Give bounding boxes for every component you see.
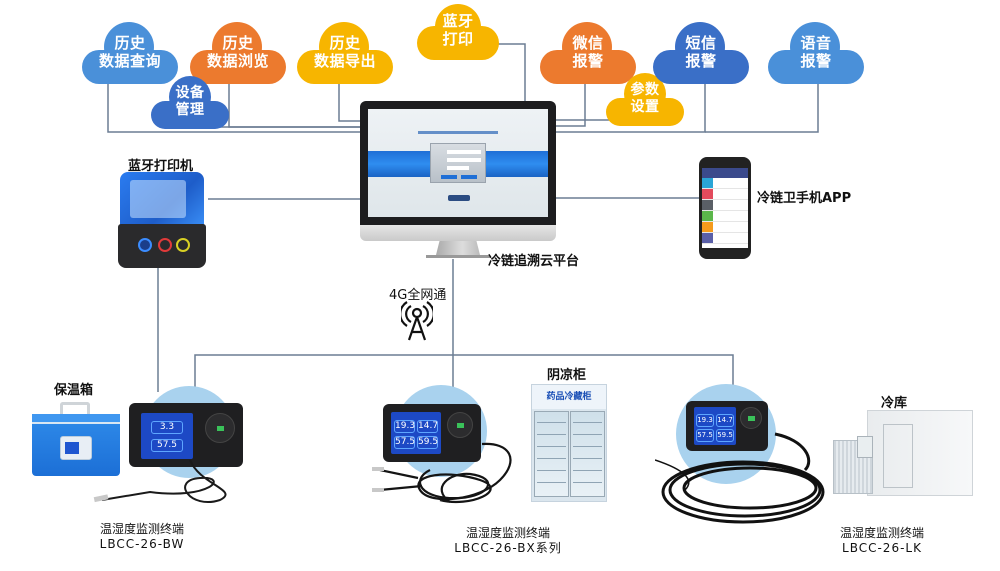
terminal-label-lk: 温湿度监测终端 LBCC-26-LK (830, 526, 934, 556)
cloud-platform-monitor[interactable] (360, 101, 556, 259)
terminal-name: 温湿度监测终端 (99, 522, 184, 536)
line-history-query (107, 82, 360, 133)
cloud-icon (768, 20, 864, 84)
reading-2: 14.7 (417, 420, 439, 433)
cloud-icon (417, 2, 499, 60)
bluetooth-printer (118, 172, 206, 268)
login-form (430, 143, 486, 183)
terminal-model: LBCC-26-BW (99, 537, 185, 551)
monitor-bezel (360, 101, 556, 225)
cloud-icon (653, 20, 749, 84)
line-wechat-alarm (556, 82, 586, 127)
cloud-device-manage[interactable]: 设备 管理 (151, 75, 229, 129)
line-voice-alarm (705, 82, 819, 133)
cloud-bluetooth-print[interactable]: 蓝牙 打印 (417, 2, 499, 60)
sensor-cable (655, 432, 825, 524)
mobile-phone-app (699, 157, 751, 259)
line-history-browse (228, 82, 360, 128)
platform-login-screen (368, 109, 548, 217)
cloud-history-export[interactable]: 历史 数据导出 (297, 20, 393, 84)
cloud-history-query[interactable]: 历史 数据查询 (82, 20, 178, 84)
cloud-history-browse[interactable]: 历史 数据浏览 (190, 20, 286, 84)
cool-cabinet: 药品冷藏柜 (531, 384, 607, 502)
cloud-icon (151, 75, 229, 129)
cold-room (833, 410, 973, 498)
coldroom-label: 冷库 (881, 396, 908, 411)
line-history-export (338, 82, 362, 122)
cloud-label: 语音 报警 (800, 34, 832, 70)
cloud-icon (540, 20, 636, 84)
terminal-model: LBCC-26-LK (842, 541, 922, 555)
terminal-name: 温湿度监测终端 (465, 526, 550, 540)
cool-box (32, 402, 120, 476)
signal-tower-icon (401, 301, 433, 341)
reading-3: 57.5 (696, 429, 714, 442)
cloud-label: 蓝牙 打印 (442, 12, 474, 48)
terminal-device-bw: 3.3 57.5 (129, 403, 243, 467)
terminal-label-bw: 温湿度监测终端 LBCC-26-BW (86, 522, 198, 552)
coolbox-label: 保温箱 (54, 383, 94, 398)
reading-1: 19.3 (394, 420, 416, 433)
cloud-wechat-alarm[interactable]: 微信 报警 (540, 20, 636, 84)
cloud-label: 历史 数据查询 (98, 34, 161, 70)
cloud-label: 参数 设置 (630, 82, 660, 115)
terminal-device-bx: 19.3 14.7 57.5 59.5 (383, 404, 481, 462)
network-label: 4G全网通 (389, 288, 447, 303)
cabinet-sign: 药品冷藏柜 (532, 385, 606, 409)
cloud-icon (297, 20, 393, 84)
reading-2: 14.7 (716, 414, 734, 427)
device-keypad (447, 412, 473, 438)
platform-logo (448, 195, 470, 201)
cloud-sms-alarm[interactable]: 短信 报警 (653, 20, 749, 84)
reading-4: 59.5 (417, 436, 439, 449)
cloud-label: 历史 数据浏览 (206, 34, 269, 70)
terminal-name: 温湿度监测终端 (839, 526, 924, 540)
line-bluetooth-print (498, 43, 526, 101)
cloud-label: 设备 管理 (175, 85, 205, 118)
sensor-cable (372, 442, 512, 504)
app-label: 冷链卫手机APP (757, 191, 852, 206)
cloud-label: 短信 报警 (685, 34, 717, 70)
reading-temp: 3.3 (151, 421, 183, 434)
cloud-icon (190, 20, 286, 84)
cloud-label: 微信 报警 (572, 34, 604, 70)
device-keypad (740, 407, 762, 429)
reading-1: 19.3 (696, 414, 714, 427)
printer-label: 蓝牙打印机 (128, 159, 194, 174)
line-bus (194, 354, 734, 392)
terminal-model: LBCC-26-BX系列 (454, 541, 562, 555)
reading-3: 57.5 (394, 436, 416, 449)
reading-4: 59.5 (716, 429, 734, 442)
cloud-icon (82, 20, 178, 84)
reading-humidity: 57.5 (151, 439, 183, 452)
device-keypad (205, 413, 235, 443)
cabinet-label: 阴凉柜 (547, 368, 587, 383)
cloud-voice-alarm[interactable]: 语音 报警 (768, 20, 864, 84)
platform-label: 冷链追溯云平台 (488, 254, 580, 269)
cloud-label: 历史 数据导出 (313, 34, 376, 70)
terminal-label-bx: 温湿度监测终端 LBCC-26-BX系列 (446, 526, 570, 556)
sensor-cable (93, 460, 227, 503)
terminal-device-lk: 19.3 14.7 57.5 59.5 (686, 401, 768, 451)
